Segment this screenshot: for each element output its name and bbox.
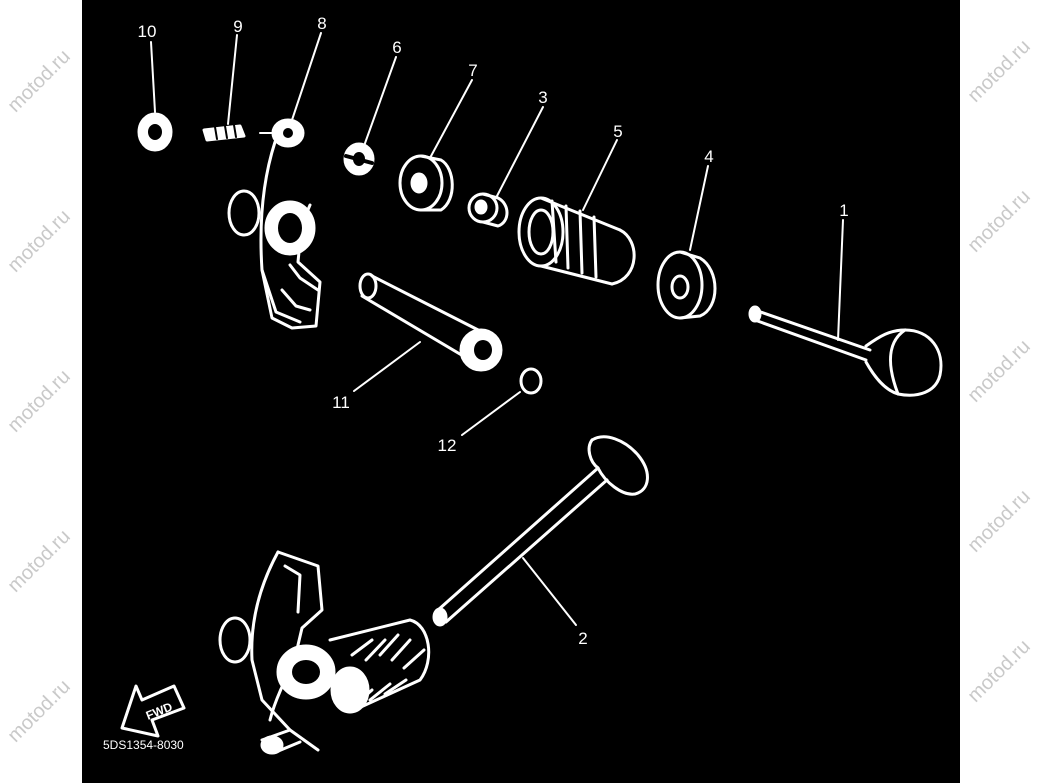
callout-3: 3 — [538, 88, 547, 107]
part-lower-rocker-assembly — [218, 550, 431, 755]
fwd-arrow-icon — [120, 684, 186, 738]
callout-9: 9 — [233, 17, 242, 36]
part-9-adjusting-screw — [202, 124, 246, 142]
part-6-collet — [343, 142, 375, 176]
callout-7: 7 — [468, 61, 477, 80]
leader-lines — [150, 32, 844, 626]
part-7-retainer — [398, 154, 454, 212]
callout-12: 12 — [438, 436, 457, 455]
callout-8: 8 — [317, 14, 326, 33]
callout-2: 2 — [578, 629, 587, 648]
part-12-o-ring — [519, 367, 543, 395]
callout-4: 4 — [704, 147, 713, 166]
part-11-rocker-shaft — [358, 272, 503, 372]
callout-5: 5 — [613, 122, 622, 141]
part-1-valve — [748, 305, 943, 397]
callout-6: 6 — [392, 38, 401, 57]
part-8-rocker-arm — [227, 118, 322, 330]
part-3-stem-seal — [467, 192, 509, 228]
part-4-spring-seat — [656, 250, 717, 320]
callout-1: 1 — [839, 201, 848, 220]
part-code: 5DS1354-8030 — [103, 738, 184, 752]
callout-11: 11 — [332, 393, 350, 412]
part-2-valve — [432, 435, 649, 627]
callout-10: 10 — [138, 22, 157, 41]
part-10-nut — [137, 112, 173, 152]
part-5-valve-spring — [517, 196, 636, 286]
